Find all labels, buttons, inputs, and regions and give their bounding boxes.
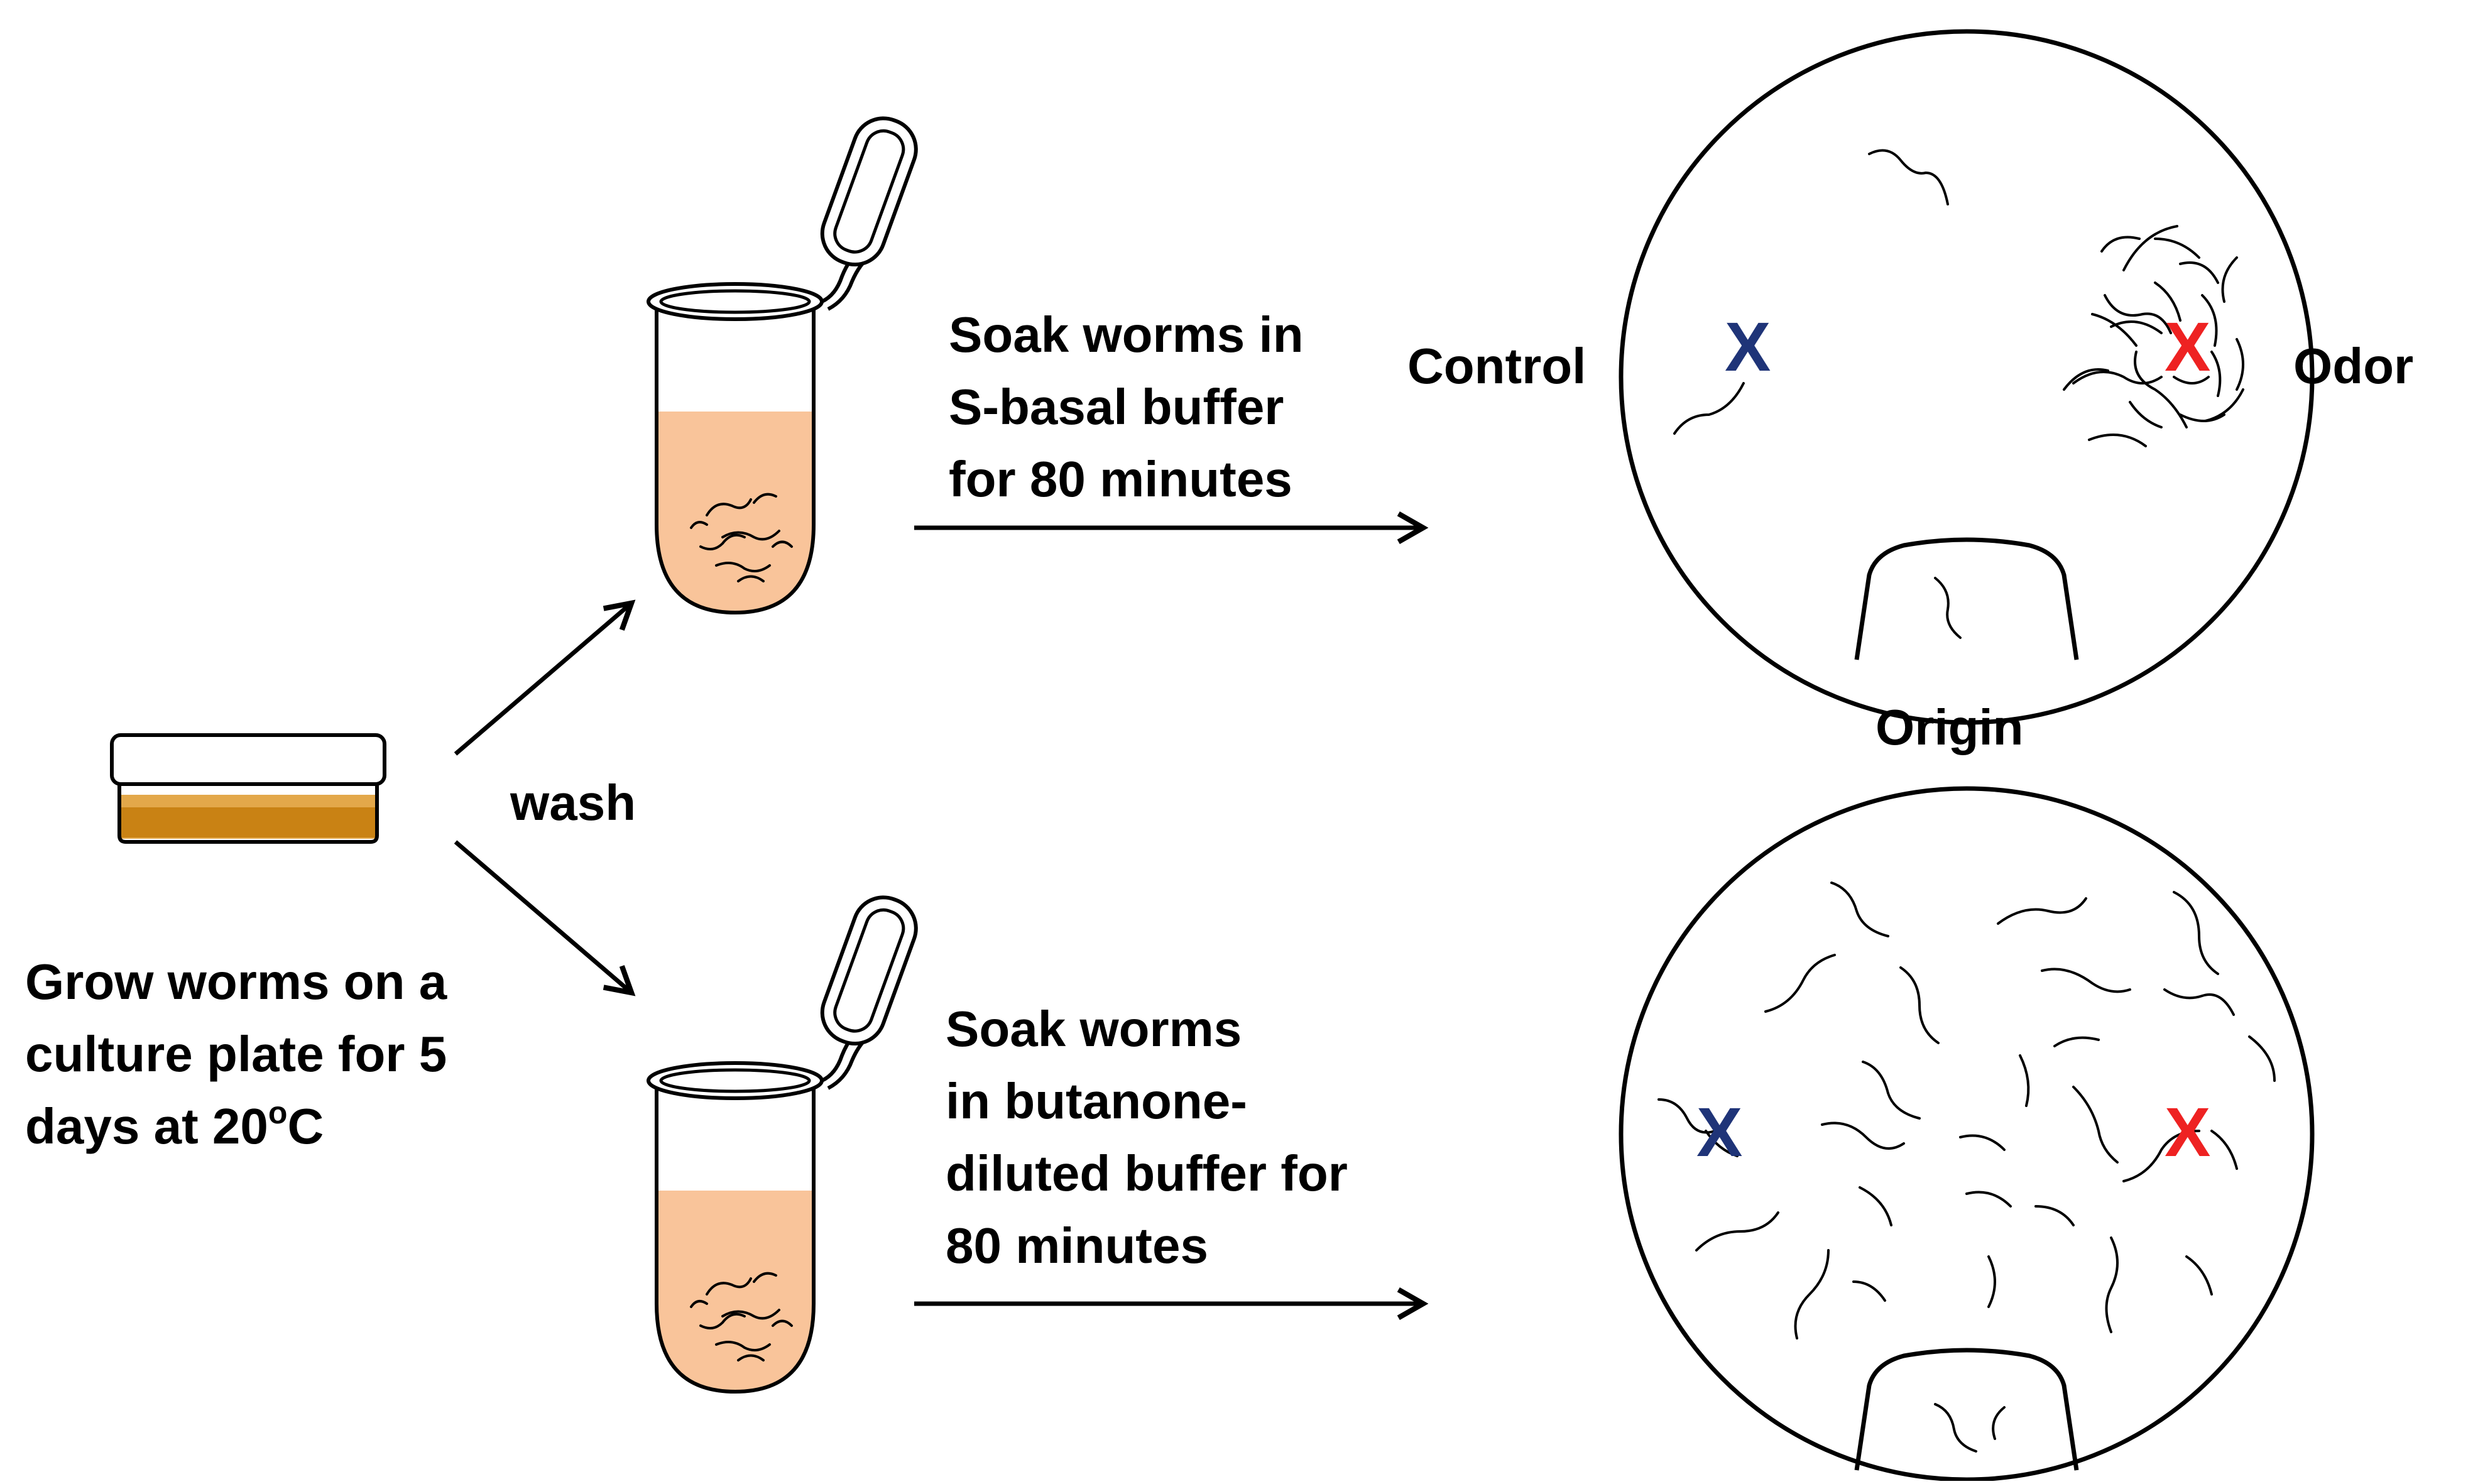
plate-caption-line-2: culture plate for 5 — [25, 1026, 447, 1082]
culture-plate-icon — [110, 733, 386, 844]
tube-bottom-worms — [690, 1272, 793, 1361]
top-step-line-3: for 80 minutes — [949, 451, 1292, 507]
bottom-step-line-4: 80 minutes — [946, 1218, 1208, 1274]
odor-marker-top: X — [2165, 308, 2210, 386]
tube-bottom-icon — [647, 895, 918, 1394]
bottom-step-line-3: diluted buffer for — [946, 1145, 1348, 1201]
origin-label: Origin — [1876, 699, 2024, 755]
bottom-step-line-1: Soak worms — [946, 1001, 1242, 1057]
top-step-line-2: S-basal buffer — [949, 379, 1284, 435]
tube-top-worms — [690, 493, 793, 582]
odor-marker-bottom: X — [2165, 1094, 2210, 1171]
plate-caption-degree: o — [268, 1095, 288, 1130]
plate-caption-unit: C — [287, 1098, 324, 1154]
wash-label: wash — [510, 775, 636, 831]
plate-caption-line-3: days at 20oC — [25, 1095, 324, 1154]
control-marker-top: X — [1725, 308, 1771, 386]
plate-caption-line-1: Grow worms on a — [25, 954, 447, 1010]
control-label: Control — [1407, 338, 1586, 394]
plate-caption-temp: days at 20 — [25, 1098, 268, 1154]
tube-top-icon — [647, 116, 918, 615]
assay-plate-top: X X — [1619, 29, 2315, 725]
top-step-line-1: Soak worms in — [949, 307, 1304, 363]
plate-bottom-worms — [1657, 881, 2276, 1453]
assay-plate-bottom: X X — [1619, 786, 2315, 1482]
plate-top-worms — [1673, 149, 2244, 447]
arrow-to-bottom-tube — [454, 840, 636, 996]
control-marker-bottom: X — [1696, 1094, 1742, 1171]
odor-label: Odor — [2293, 338, 2413, 394]
bottom-step-line-2: in butanone- — [946, 1073, 1247, 1129]
arrow-to-top-tube — [454, 599, 636, 756]
